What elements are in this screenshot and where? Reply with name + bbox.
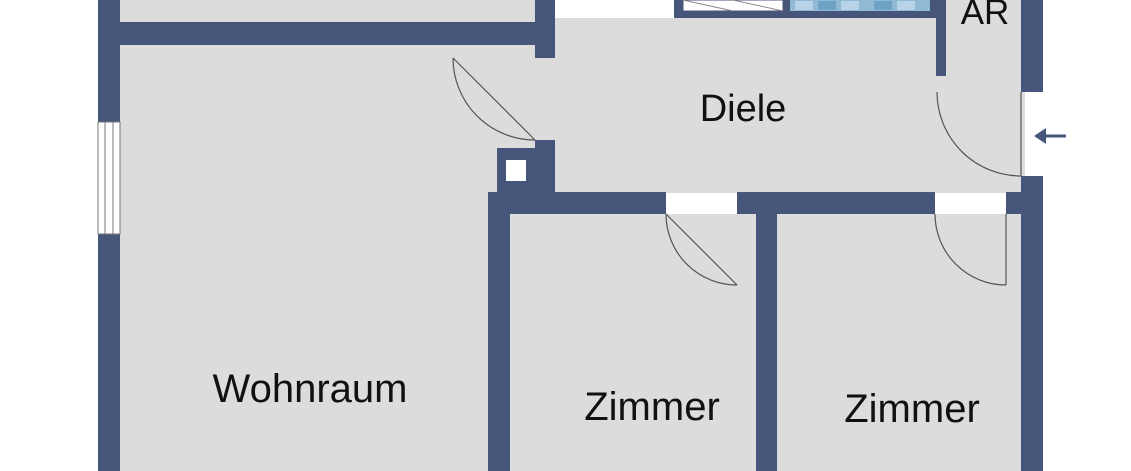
wall-column-right xyxy=(535,140,555,192)
tile-3 xyxy=(841,1,859,10)
wall-zimmer-divider-top xyxy=(737,192,935,214)
room-label-zimmer-1: Zimmer xyxy=(584,385,720,429)
wall-left-outer xyxy=(98,0,120,471)
floor-zimmer-1 xyxy=(510,214,756,471)
floor-diele-bottom xyxy=(555,160,1025,193)
door-zimmer-1 xyxy=(665,213,738,286)
tile-area xyxy=(790,0,930,11)
doors xyxy=(452,57,1022,286)
arrow-left-icon xyxy=(1034,128,1066,144)
wall-zimmer-divider xyxy=(756,192,777,471)
tile-2 xyxy=(818,1,836,10)
bathroom-fixtures xyxy=(674,0,936,18)
door-wohnraum-diele xyxy=(452,57,536,141)
wall-right-outer-lower xyxy=(1021,176,1043,471)
floor-top-room xyxy=(120,0,535,22)
floors xyxy=(120,0,1025,471)
room-label-diele: Diele xyxy=(700,88,787,130)
room-label-zimmer-2: Zimmer xyxy=(844,387,980,431)
walls xyxy=(98,0,1043,471)
wall-ar-left xyxy=(936,0,946,76)
tile-4 xyxy=(874,1,892,10)
tile-5 xyxy=(897,1,915,10)
door-entrance xyxy=(936,91,1022,177)
wall-zimmer1-top-left xyxy=(488,192,666,214)
wall-top-room-bottom xyxy=(120,22,555,45)
shower-diagonal-2 xyxy=(732,0,784,12)
floor-wohnraum xyxy=(120,45,535,471)
square-icon xyxy=(506,160,526,181)
wall-bath-bottom-right xyxy=(930,8,946,18)
wall-right-outer-upper xyxy=(1021,0,1043,92)
door-zimmer-2 xyxy=(934,213,1007,286)
shower-diagonal-1 xyxy=(682,0,734,12)
tile-1 xyxy=(795,1,813,10)
wall-wohnraum-right xyxy=(488,192,510,471)
room-label-wohnraum: Wohnraum xyxy=(213,367,408,411)
window-icon xyxy=(97,121,121,235)
wall-top-room-right xyxy=(535,0,555,58)
shower-tray xyxy=(682,0,784,12)
floor-zimmer-2 xyxy=(777,214,1021,471)
floor-ar xyxy=(946,0,1023,92)
room-label-ar: AR xyxy=(961,0,1010,32)
